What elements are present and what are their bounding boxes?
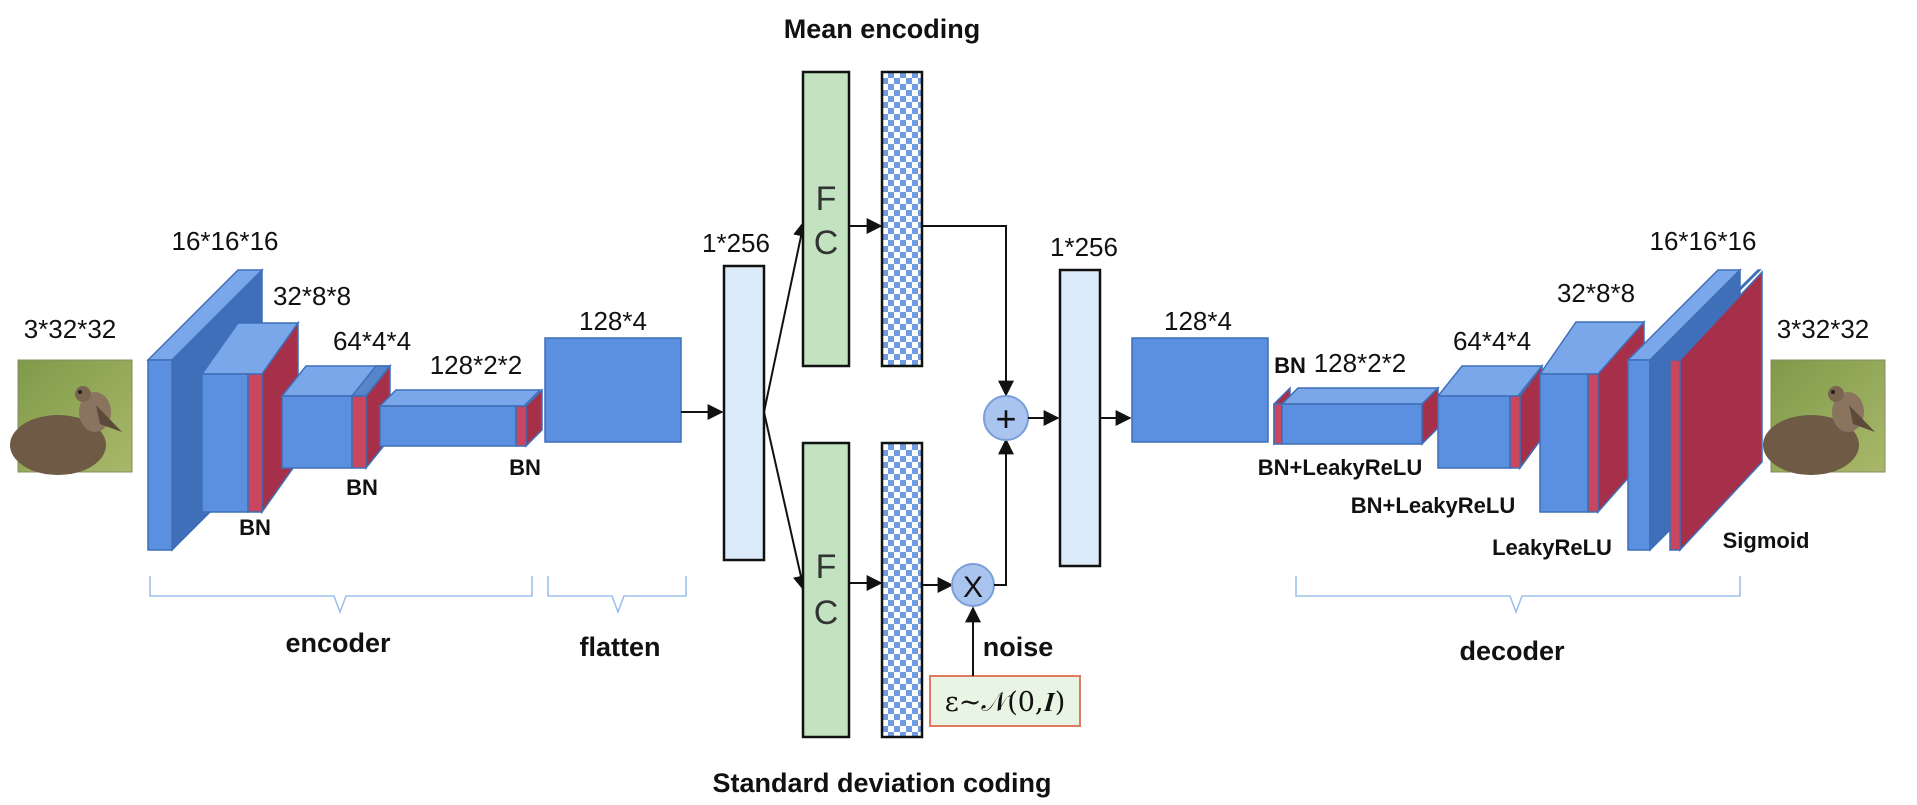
encoder-block-3 — [280, 363, 392, 471]
mean-encoding-caption: Mean encoding — [784, 14, 981, 44]
flatten-caption: flatten — [580, 632, 661, 662]
latent-right-label: 1*256 — [1050, 232, 1118, 262]
multiply-symbol: X — [963, 571, 983, 604]
bn-leaky-label-2: BN+LeakyReLU — [1351, 493, 1515, 518]
decoder-brace — [1295, 576, 1741, 615]
output-image — [1763, 359, 1886, 475]
std-caption: Standard deviation coding — [712, 768, 1051, 798]
input-dim-label: 3*32*32 — [24, 314, 117, 344]
latent-left-label: 1*256 — [702, 228, 770, 258]
noise-caption: noise — [983, 632, 1054, 662]
decoder-block-4 — [1626, 268, 1763, 552]
add-symbol: + — [995, 398, 1016, 439]
encoder-block-4 — [378, 388, 543, 448]
fc-bottom-letter-f: F — [816, 548, 837, 586]
flatten-brace — [547, 576, 687, 615]
dec-dim2-label: 64*4*4 — [1453, 326, 1531, 356]
arrow-to-fc-top — [763, 220, 809, 413]
std-vector — [880, 441, 924, 739]
enc-dim1-label: 16*16*16 — [172, 226, 279, 256]
dec-dim1-label: 128*2*2 — [1314, 348, 1407, 378]
arrow-mean-to-plus — [922, 225, 1014, 397]
leaky-label: LeakyReLU — [1492, 535, 1612, 560]
fc-bottom-box — [801, 441, 851, 739]
bn-label-dec: BN — [1274, 353, 1306, 378]
fc-top-letter-c: C — [814, 224, 839, 262]
input-image — [10, 359, 133, 475]
bn-leaky-label-1: BN+LeakyReLU — [1258, 455, 1422, 480]
enc-dim2-label: 32*8*8 — [273, 281, 351, 311]
enc-dim3-label: 64*4*4 — [333, 326, 411, 356]
bn-label-2: BN — [346, 475, 378, 500]
noise-formula: ε~𝒩(0,𝑰) — [945, 687, 1065, 718]
mean-vector — [880, 70, 924, 368]
sigmoid-label: Sigmoid — [1723, 528, 1810, 553]
decoder-caption: decoder — [1459, 636, 1565, 666]
decoder-flatten-block — [1131, 337, 1269, 443]
fc-top-letter-f: F — [816, 180, 837, 218]
enc-dim4-label: 128*2*2 — [430, 350, 523, 380]
arrow-times-to-plus — [994, 438, 1014, 586]
latent-vector-left — [722, 264, 766, 562]
fc-top-box — [801, 70, 851, 368]
bn-label-3: BN — [509, 455, 541, 480]
dec-dim4-label: 16*16*16 — [1650, 226, 1757, 256]
encoder-flatten-block — [544, 337, 682, 443]
encoder-block-2 — [200, 320, 300, 515]
encoder-brace — [149, 576, 533, 615]
dec-flat-label: 128*4 — [1164, 306, 1232, 336]
output-dim-label: 3*32*32 — [1777, 314, 1870, 344]
fc-bottom-letter-c: C — [814, 594, 839, 632]
dec-dim3-label: 32*8*8 — [1557, 278, 1635, 308]
latent-vector-right — [1058, 268, 1102, 568]
bn-label-1: BN — [239, 515, 271, 540]
enc-flat-label: 128*4 — [579, 306, 647, 336]
arrow-to-fc-bottom — [763, 411, 809, 592]
decoder-block-2 — [1436, 363, 1544, 471]
noise-formula-box — [929, 675, 1081, 727]
encoder-caption: encoder — [285, 628, 391, 658]
decoder-block-1 — [1273, 386, 1440, 446]
